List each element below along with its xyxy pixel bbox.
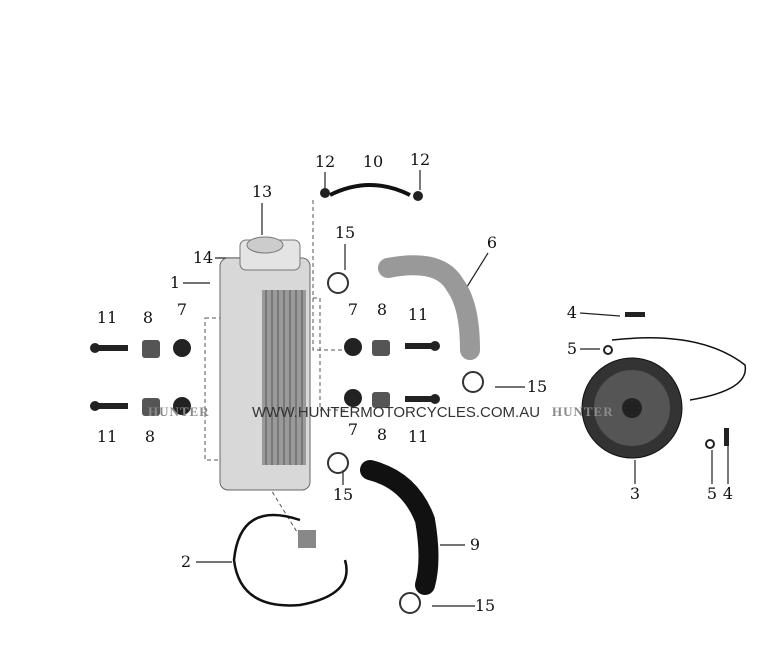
part-label: 4: [722, 484, 734, 503]
hunter-logo-watermark: HUNTER: [552, 404, 614, 419]
part-label: 5: [566, 339, 578, 358]
cooling-fan: [581, 337, 747, 459]
part-label: 4: [566, 303, 578, 322]
part-label: 8: [144, 427, 156, 446]
part-label: 15: [334, 223, 356, 242]
part-label: 12: [314, 152, 336, 171]
part-label: 8: [142, 308, 154, 327]
part-label: 11: [407, 305, 429, 324]
part-label: 9: [469, 535, 481, 554]
part-label: 12: [409, 150, 431, 169]
part-label: 15: [332, 485, 354, 504]
part-label: 13: [251, 182, 273, 201]
part-label: 11: [96, 427, 118, 446]
part-label: 6: [486, 233, 498, 252]
part-label: 15: [474, 596, 496, 615]
part-label: 8: [376, 300, 388, 319]
part-label: 14: [192, 248, 214, 267]
watermark-url: WWW.HUNTERMOTORCYCLES.COM.AU: [252, 404, 541, 421]
part-label: 10: [362, 152, 384, 171]
part-label: 7: [176, 300, 188, 319]
radiator: [219, 236, 311, 491]
hunter-logo-watermark: HUNTER: [148, 404, 210, 419]
part-label: 3: [629, 484, 641, 503]
part-label: 7: [347, 300, 359, 319]
part-label: 2: [180, 552, 192, 571]
part-label: 5: [706, 484, 718, 503]
part-label: 8: [376, 425, 388, 444]
part-label: 7: [347, 420, 359, 439]
part-label: 1: [169, 273, 181, 292]
part-label: 11: [407, 427, 429, 446]
part-label: 11: [96, 308, 118, 327]
part-label: 15: [526, 377, 548, 396]
